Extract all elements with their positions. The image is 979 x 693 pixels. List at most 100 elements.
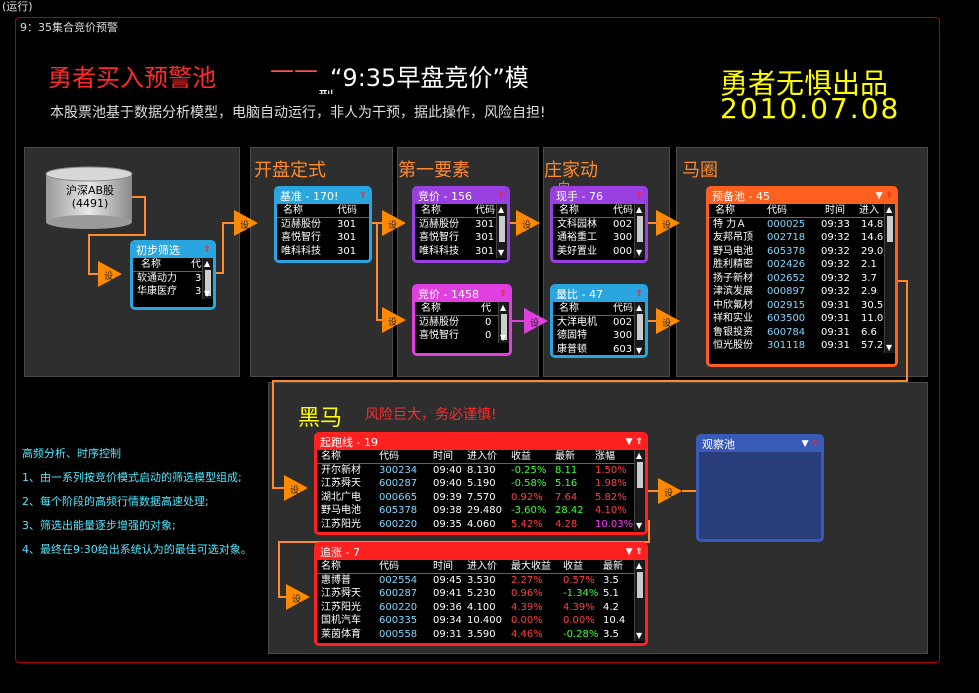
table-cell: 4.060 — [467, 518, 496, 530]
window-header[interactable]: 量比 - 47⇧ — [553, 287, 645, 302]
connector — [648, 490, 658, 492]
scrollbar[interactable]: ▲▼ — [634, 204, 645, 258]
table-cell: 09:32 — [821, 259, 850, 270]
table-cell: 进入价 — [467, 561, 497, 572]
table-cell: 5.16 — [555, 478, 578, 489]
table-cell: 14.8 — [861, 218, 884, 230]
page-title-overflow: 型 — [318, 84, 334, 94]
table-cell: 津滨发展 — [713, 286, 753, 297]
scrollbar[interactable]: ▲▼ — [202, 258, 213, 299]
scrollbar[interactable]: ▲▼ — [884, 204, 895, 353]
connector — [896, 280, 908, 282]
scrollbar[interactable]: ▲▼ — [496, 204, 507, 258]
window-header[interactable]: 观察池▼ ⇧ — [699, 437, 821, 452]
window-guanchachi[interactable]: 观察池▼ ⇧ — [696, 434, 824, 542]
table-cell: 0.00% — [563, 615, 595, 626]
table-cell: 002426 — [767, 259, 806, 270]
scrollbar[interactable]: ▲▼ — [634, 560, 645, 641]
table-cell: 5.1 — [603, 588, 619, 599]
table-cell: 600784 — [767, 326, 806, 338]
table-cell: 江苏阳光 — [321, 518, 361, 530]
page-title-red: 勇者买入预警池 — [48, 64, 216, 92]
window-header[interactable]: 预备池 - 45▼ ⇧ — [709, 189, 895, 204]
table-cell: 特 力Ａ — [713, 218, 747, 230]
table-cell: 0.96% — [511, 588, 543, 599]
table-cell: -0.25% — [511, 464, 547, 476]
table-cell: 4.39% — [563, 601, 595, 613]
window-header[interactable]: 起跑线 - 19▼ ⇧ — [317, 435, 645, 450]
brand: 勇者无惧出品 — [720, 67, 889, 100]
window-header[interactable]: 竞价 - 1458⇧ — [415, 287, 509, 302]
table-cell: 300234 — [379, 464, 418, 476]
window-header[interactable]: 现手 - 76⇧ — [553, 189, 645, 204]
title-dash: —— — [270, 56, 318, 84]
scrollbar[interactable]: ▲▼ — [498, 302, 509, 343]
table-cell: 最大收益 — [511, 561, 551, 572]
window-header[interactable]: 追涨 - 7▼ ⇧ — [317, 545, 645, 560]
table-cell: 4.28 — [555, 518, 578, 530]
table-cell: 14.6 — [861, 232, 884, 243]
table-cell: 000025 — [767, 218, 806, 230]
connector — [906, 280, 908, 382]
table-cell: 000665 — [379, 491, 418, 503]
table-cell: 友邦吊顶 — [713, 232, 753, 243]
section-zhuangjia: 庄家动 — [544, 160, 598, 181]
table-cell: 002718 — [767, 232, 806, 243]
table-cell: 09:31 — [821, 340, 850, 351]
scrollbar[interactable]: ▲▼ — [634, 450, 645, 531]
scrollbar[interactable]: ▲▼ — [634, 302, 645, 355]
window-header[interactable]: 竞价 - 156⇧ — [415, 189, 507, 204]
window-header[interactable]: 初步筛选⇧ — [133, 243, 213, 258]
table-cell: 09:40 — [433, 464, 462, 476]
db-name: 沪深AB股 — [65, 184, 115, 197]
window-header[interactable]: 基准 - 170!⇧ — [277, 189, 369, 204]
table-cell: 605378 — [379, 505, 418, 516]
table-cell: 祥和实业 — [713, 313, 753, 324]
